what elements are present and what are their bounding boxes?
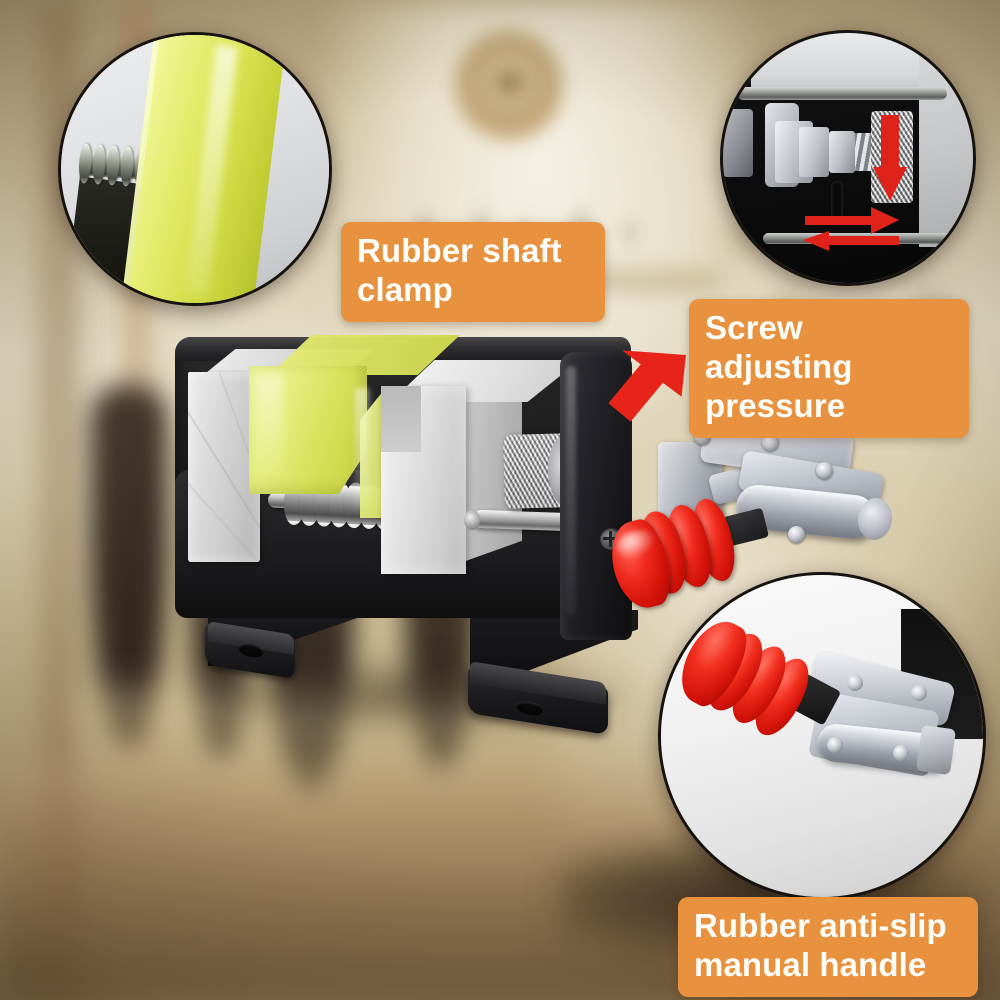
- inset-top-left: [58, 32, 332, 306]
- guide-rod-cap: [464, 510, 480, 530]
- inset-br-rivet: [827, 737, 843, 753]
- rubber-pad-movable-edge: [355, 388, 369, 508]
- hanging-tool-1: [90, 385, 168, 745]
- arrow-knob-turn-down: [873, 115, 907, 201]
- inset-tr-arrows: [803, 115, 907, 251]
- inset-top-right: [720, 30, 976, 286]
- callout-arrow-to-screw: [608, 350, 686, 422]
- inset-bottom-right: [658, 572, 986, 900]
- inset-br-rivet: [893, 745, 909, 761]
- toggle-clamp-rivet: [788, 526, 805, 543]
- toggle-clamp-rivet: [762, 434, 779, 451]
- callout-label-rubber-anti-slip-manual-handle: Rubber anti-slip manual handle: [678, 897, 978, 997]
- vise-body-right-highlight: [566, 366, 576, 616]
- rubber-pad-fixed-jaw: [249, 366, 367, 494]
- inset-tr-nut-4: [829, 131, 855, 173]
- callout-label-screw-adjusting-pressure: Screw adjusting pressure: [689, 299, 969, 438]
- arrow-travel-right: [805, 207, 899, 234]
- inset-br-rivet: [911, 685, 927, 701]
- inset-tr-slot: [831, 181, 843, 221]
- inset-tr-rail-top: [737, 87, 947, 100]
- movable-jaw-notch: [381, 386, 421, 452]
- callout-label-rubber-shaft-clamp: Rubber shaft clamp: [341, 222, 605, 322]
- rubber-pad-highlight: [256, 374, 284, 478]
- toggle-clamp-rivet: [816, 462, 833, 479]
- fixed-jaw-brushed-texture: [188, 372, 260, 562]
- inset-br-rivet: [847, 675, 863, 691]
- arrow-travel-left: [803, 231, 899, 251]
- wall-clock-face: [487, 68, 533, 98]
- inset-br-bar-tip: [915, 724, 957, 776]
- inset-tr-nut-3: [799, 127, 829, 177]
- inset-tr-light-wall-right: [919, 33, 973, 247]
- inset-tr-light-wall: [751, 33, 919, 95]
- fixed-jaw: [188, 372, 260, 562]
- inset-tr-left-hardware: [723, 109, 753, 177]
